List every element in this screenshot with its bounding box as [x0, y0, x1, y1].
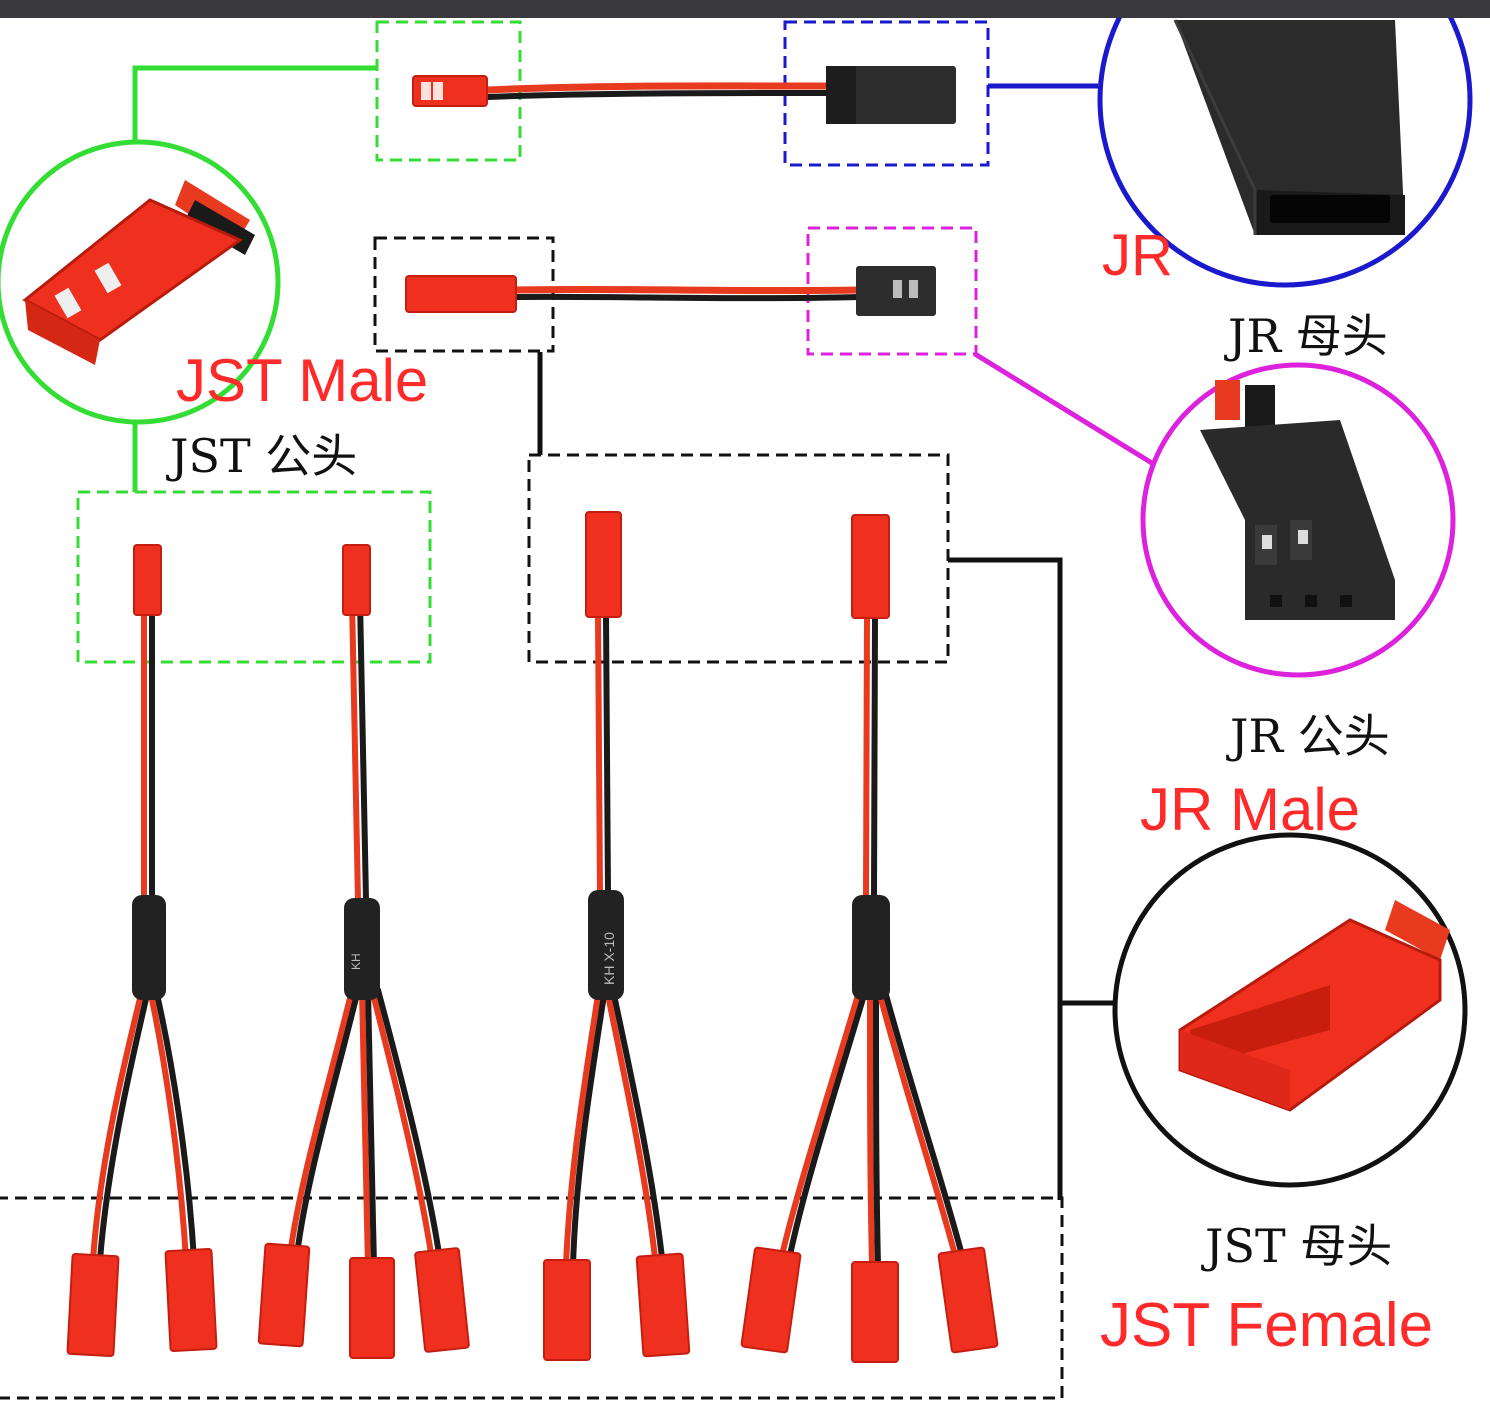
splitter-3: [543, 511, 691, 1361]
window-top-bar: [0, 0, 1490, 18]
diagram-canvas: KH KH X-10: [0, 18, 1473, 1400]
splitter-1: [66, 544, 218, 1357]
sleeve-text-khx10: KH X-10: [601, 932, 617, 985]
label-jst-male-cn: JST 公头: [170, 429, 358, 483]
splitter-2: [257, 544, 470, 1359]
sleeve-text-kh: KH: [349, 953, 363, 970]
jst-female-plug-mid: [405, 275, 517, 313]
cable-jst-female-to-jr-male: [405, 266, 936, 316]
green-link-line: [132, 65, 378, 140]
jst-female-connector-closeup-icon: [1112, 832, 1468, 1188]
label-jr-male: JR Male: [1140, 776, 1361, 843]
magenta-link-line: [973, 351, 1157, 468]
blue-box-top: [783, 20, 990, 167]
jst-male-plug-top: [412, 75, 488, 107]
label-jr-female-cn: JR 母头: [1228, 309, 1388, 363]
label-jr: JR: [1102, 223, 1173, 288]
label-jst-female-cn: JST 母头: [1205, 1219, 1393, 1273]
jr-female-plug-top: [826, 66, 956, 124]
label-jst-female: JST Female: [1100, 1291, 1434, 1360]
jst-male-connector-closeup-icon: [0, 139, 281, 425]
cable-jst-male-to-jr-female: [412, 66, 956, 124]
green-box-splitters: [76, 490, 432, 664]
black-box-bottom: [0, 1196, 1064, 1400]
splitter-cables: [66, 511, 999, 1363]
connector-lines: [132, 65, 1157, 1200]
black-link-line-right: [948, 557, 1063, 1200]
splitter-4: [740, 514, 999, 1363]
jr-female-connector-closeup-icon: [1097, 18, 1473, 288]
label-jr-male-cn: JR 公头: [1230, 709, 1390, 763]
jr-male-connector-closeup-icon: [1140, 362, 1456, 678]
black-box-splitters: [527, 453, 950, 664]
label-jst-male: JST Male: [176, 347, 429, 414]
